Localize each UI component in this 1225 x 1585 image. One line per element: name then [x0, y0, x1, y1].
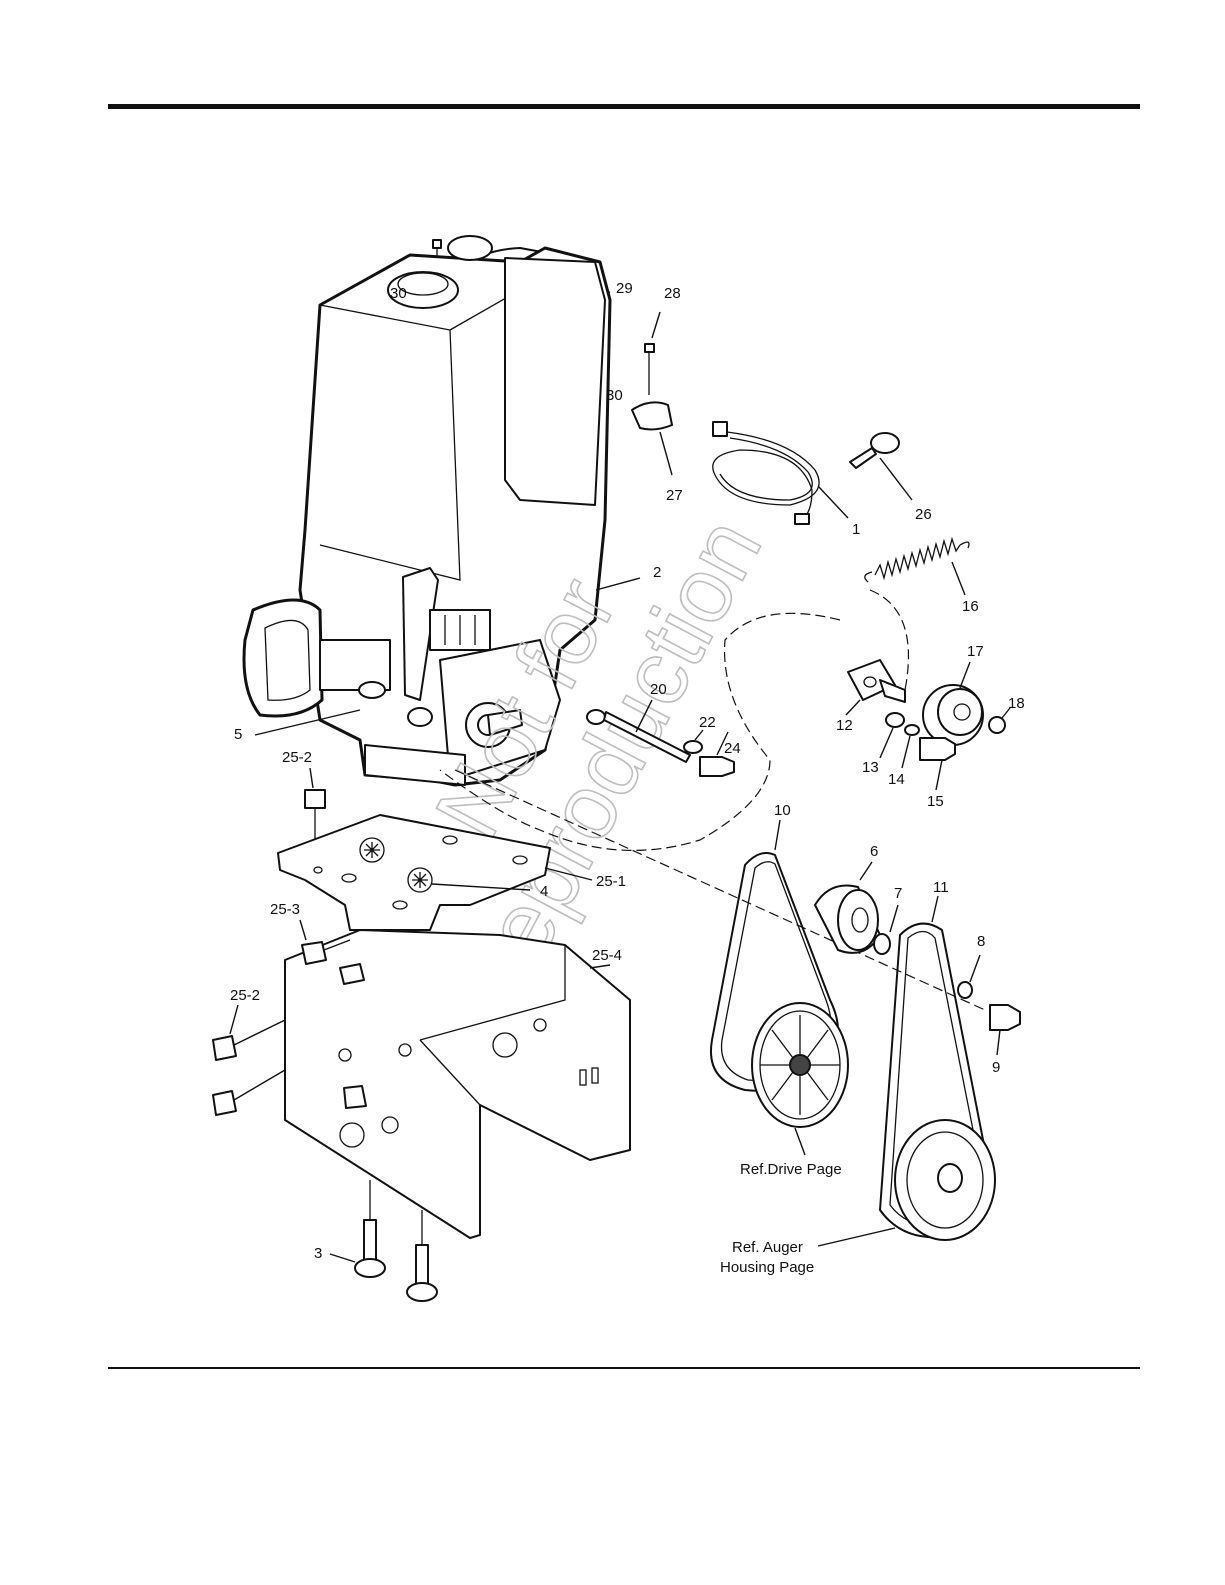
callout-25-1: 25-1 [596, 873, 626, 890]
callout-22: 22 [699, 714, 716, 731]
callout-4: 4 [540, 883, 548, 900]
callout-30b: 30 [606, 387, 623, 404]
bolt-15 [920, 738, 955, 760]
callout-12: 12 [836, 717, 853, 734]
idler-pulley-17 [923, 685, 983, 745]
callout-13: 13 [862, 759, 879, 776]
callout-9: 9 [992, 1059, 1000, 1076]
washer-22 [684, 741, 702, 753]
washer-14 [905, 725, 919, 735]
bolt-25-2-top [305, 790, 325, 840]
callout-1: 1 [852, 521, 860, 538]
callout-26: 26 [915, 506, 932, 523]
callout-18: 18 [1008, 695, 1025, 712]
callout-25-2-top: 25-2 [282, 749, 312, 766]
ref-auger-line2: Housing Page [720, 1259, 814, 1276]
starter-cord [713, 422, 819, 524]
washer-13 [886, 713, 904, 727]
ref-auger-line1: Ref. Auger [732, 1239, 803, 1256]
callout-27: 27 [666, 487, 683, 504]
engine-pulley-6 [815, 885, 880, 952]
callout-14: 14 [888, 771, 905, 788]
callout-7: 7 [894, 885, 902, 902]
nut-18 [989, 717, 1005, 733]
callout-30a: 30 [390, 285, 407, 302]
callout-29: 29 [616, 280, 633, 297]
callout-2: 2 [653, 564, 661, 581]
bolt-24 [700, 757, 734, 776]
spacer-7 [874, 934, 890, 954]
callout-10: 10 [774, 802, 791, 819]
callout-15: 15 [927, 793, 944, 810]
bolt-9 [990, 1005, 1020, 1030]
callout-20: 20 [650, 681, 667, 698]
washer-8 [958, 982, 972, 998]
drive-pulley [752, 1003, 848, 1127]
spring [865, 539, 969, 582]
auger-pulley [895, 1120, 995, 1240]
callout-24: 24 [724, 740, 741, 757]
screw-28 [645, 344, 654, 395]
callout-11: 11 [933, 879, 949, 896]
callout-25-3: 25-3 [270, 901, 300, 918]
callout-3: 3 [314, 1245, 322, 1262]
idler-bracket-12 [848, 660, 905, 702]
callout-6: 6 [870, 843, 878, 860]
callout-16: 16 [962, 598, 979, 615]
callout-28: 28 [664, 285, 681, 302]
callout-5: 5 [234, 726, 242, 743]
callout-17: 17 [967, 643, 984, 660]
callout-25-2-side: 25-2 [230, 987, 260, 1004]
callout-25-4: 25-4 [592, 947, 622, 964]
ignition-key [850, 433, 899, 468]
ref-drive-page: Ref.Drive Page [740, 1161, 842, 1178]
frame-plate [285, 930, 630, 1238]
clip-27 [632, 402, 672, 429]
callout-8: 8 [977, 933, 985, 950]
